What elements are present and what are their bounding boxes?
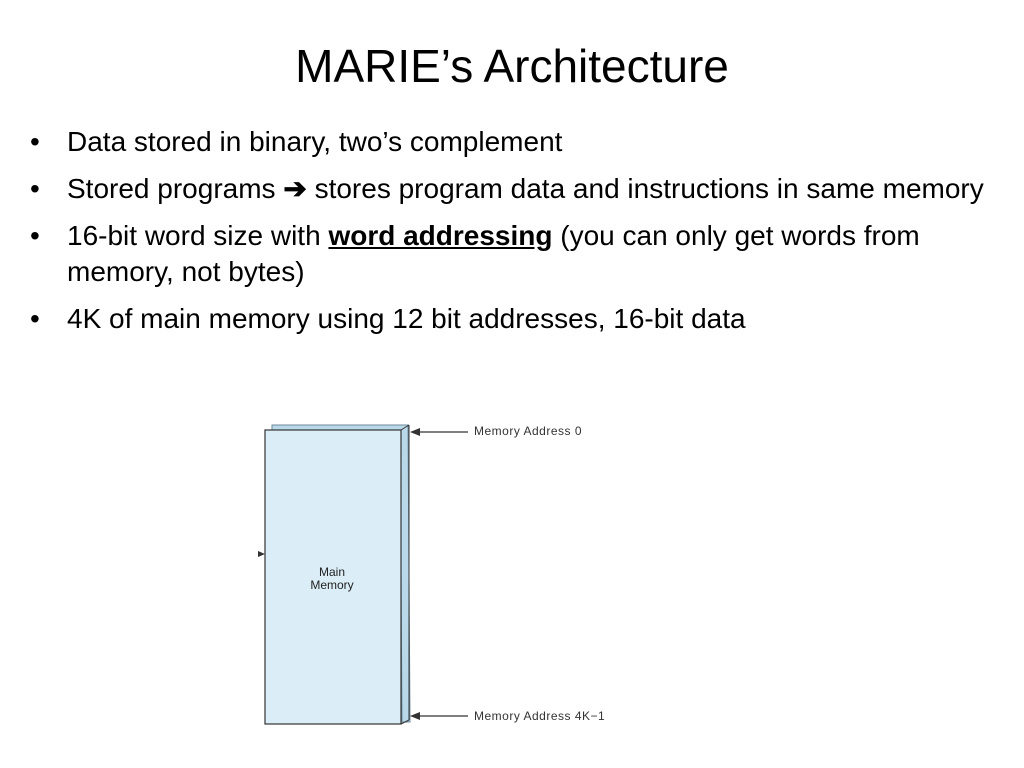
bullet-item: • 16-bit word size with word addressing …: [30, 218, 990, 290]
bullet-marker: •: [30, 220, 40, 251]
bullet-text: stores program data and instructions in …: [314, 173, 984, 204]
bullet-item: • Data stored in binary, two’s complemen…: [30, 124, 990, 160]
bullet-marker: •: [30, 126, 40, 157]
bullet-item: • 4K of main memory using 12 bit address…: [30, 301, 990, 337]
memory-block-label-line: Memory: [310, 578, 354, 592]
memory-block: [264, 429, 402, 725]
emphasis-text: word addressing: [328, 220, 553, 251]
bottom-arrow-icon: [410, 712, 420, 720]
slide-title: MARIE’s Architecture: [295, 40, 729, 92]
address-label-top: Memory Address 0: [474, 424, 583, 438]
bullet-list: • Data stored in binary, two’s complemen…: [30, 124, 990, 348]
bullet-text: Data stored in binary, two’s complement: [67, 126, 563, 157]
bullet-text: (you can only get words from memory, not…: [67, 220, 920, 287]
bullet-text: Stored programs: [67, 173, 276, 204]
top-arrow-icon: [410, 428, 420, 436]
bullet-item: • Stored programs ➔ stores program data …: [30, 171, 990, 207]
bullet-text: 4K of main memory using 12 bit addresses…: [67, 303, 746, 334]
right-arrow-icon: ➔: [283, 173, 307, 204]
memory-block-edge: [400, 719, 410, 725]
address-label-bottom: Memory Address 4K−1: [474, 709, 606, 723]
left-tick-icon: [258, 551, 265, 557]
bullet-marker: •: [30, 303, 40, 334]
memory-block-edge: [400, 424, 410, 431]
bullet-marker: •: [30, 173, 40, 204]
memory-block-label: Main Memory: [267, 566, 397, 592]
memory-block-label-line: Main: [318, 565, 345, 579]
bullet-text: 16-bit word size with: [67, 220, 329, 251]
